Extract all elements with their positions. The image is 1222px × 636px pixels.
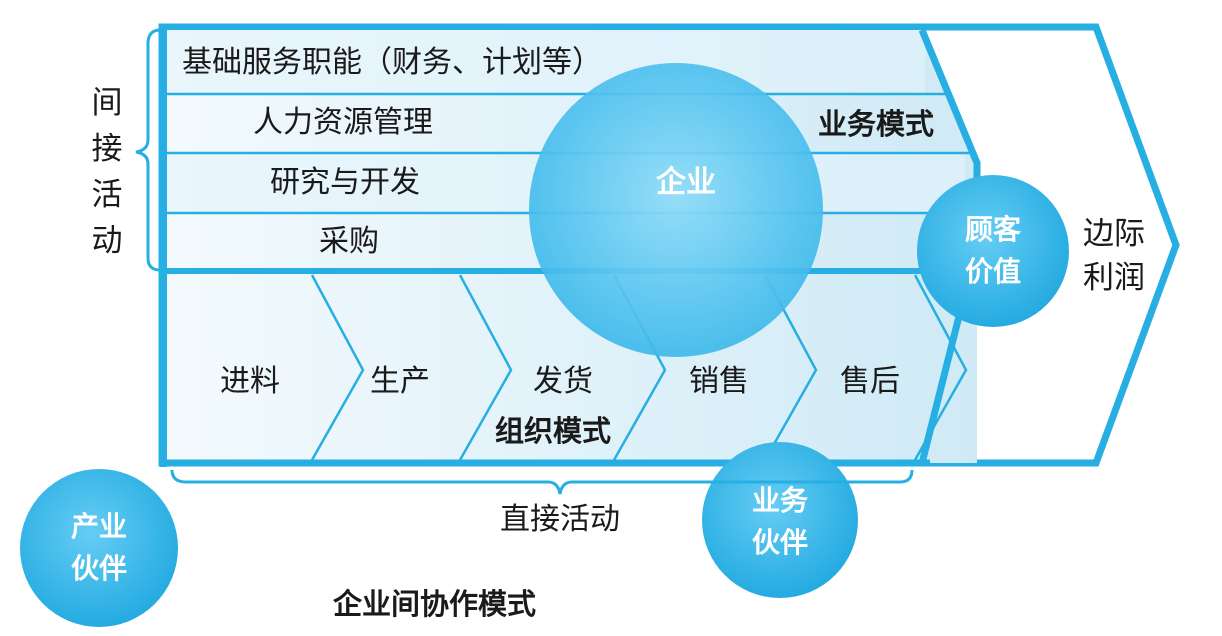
industry-partner-label: 产业 伙伴 <box>70 510 128 585</box>
indirect-row-procurement: 采购 <box>319 224 379 259</box>
indirect-row-rnd: 研究与开发 <box>270 165 420 200</box>
indirect-band-1 <box>165 30 925 94</box>
customer-value-circle <box>917 175 1069 327</box>
margin-label: 边际 利润 <box>1083 216 1145 296</box>
direct-step-after-sales: 售后 <box>840 364 900 399</box>
business-partner-label: 业务 伙伴 <box>751 484 809 559</box>
chevron-divider-1 <box>310 274 365 461</box>
indirect-row-infrastructure: 基础服务职能（财务、计划等） <box>182 45 602 80</box>
chevron-divider-2 <box>458 274 513 461</box>
enterprise-label: 企业 <box>656 165 716 200</box>
indirect-activities-label: 间接活动 <box>91 85 123 259</box>
direct-step-shipping: 发货 <box>533 364 593 399</box>
indirect-activities-brace <box>135 28 161 272</box>
direct-step-sales: 销售 <box>689 364 749 399</box>
direct-step-inbound: 进料 <box>220 364 280 399</box>
direct-step-production: 生产 <box>370 364 430 399</box>
industry-partner-circle <box>20 469 178 627</box>
enterprise-circle <box>529 63 823 357</box>
org-model-label: 组织模式 <box>494 414 612 448</box>
business-model-label: 业务模式 <box>818 107 935 141</box>
indirect-row-hr: 人力资源管理 <box>253 105 433 140</box>
diagram-caption: 企业间协作模式 <box>333 587 537 621</box>
direct-activities-label: 直接活动 <box>500 502 620 537</box>
direct-activities-brace <box>170 469 914 495</box>
customer-value-label: 顾客 价值 <box>964 213 1022 288</box>
enterprise-left-edge <box>160 27 167 467</box>
